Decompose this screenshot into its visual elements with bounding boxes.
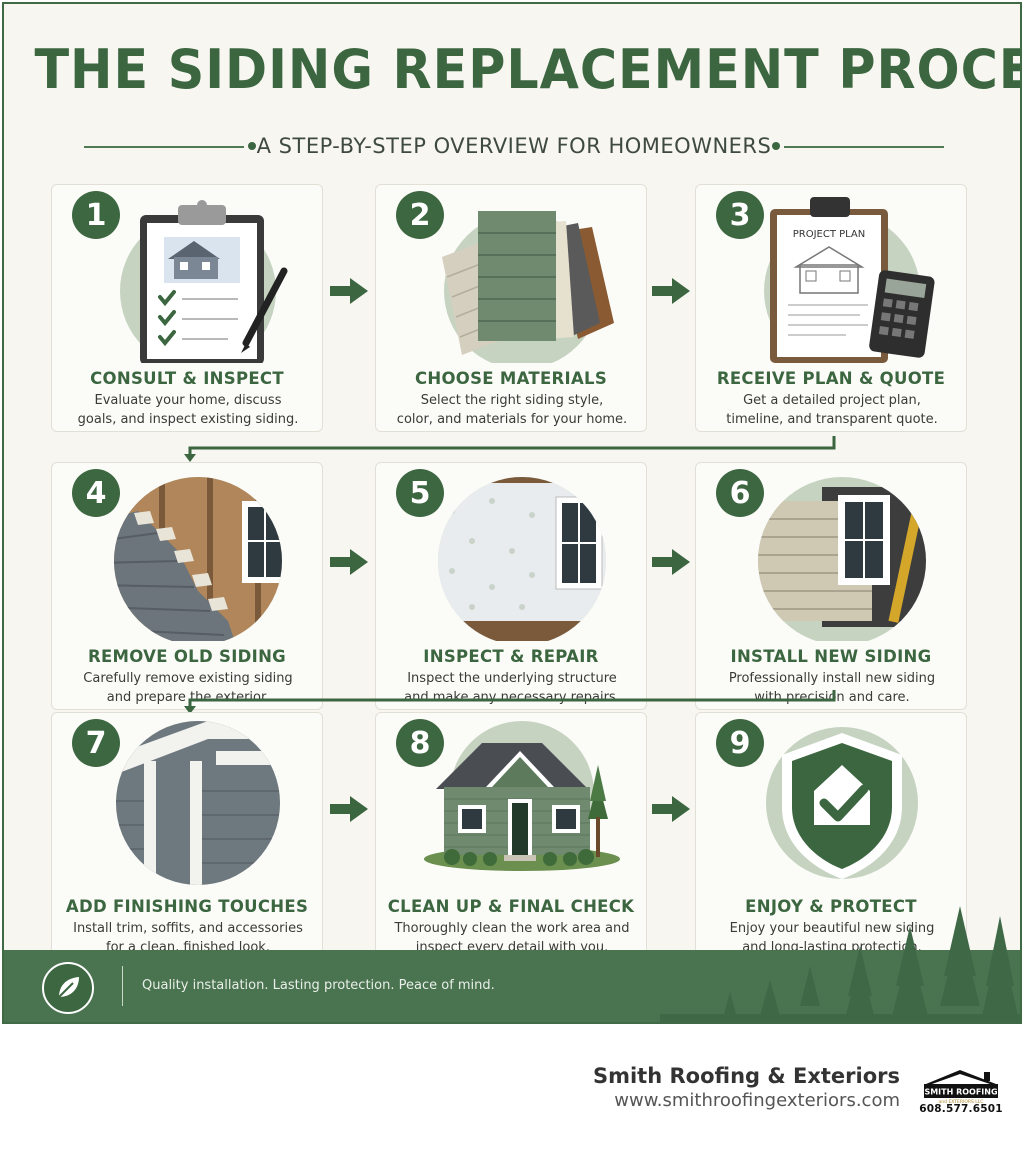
step-description-line: Inspect the underlying structure [407,671,617,686]
house-wrap-inspection-icon [438,477,606,641]
step-title: ENJOY & PROTECT [745,897,917,916]
step-description-line: Professionally install new siding [728,671,936,686]
step-number-badge: 6 [716,469,764,517]
arrow-right-icon [652,549,690,575]
step-number-badge: 3 [716,191,764,239]
step-card-5: 5 INSPECT & REPAIR Ins [375,462,647,710]
siding-samples-icon [442,211,614,363]
step-title: REMOVE OLD SIDING [87,647,287,666]
page-subtitle: A STEP-BY-STEP OVERVIEW FOR HOMEOWNERS [256,134,772,158]
step-number-badge: 4 [72,469,120,517]
arrow-right-icon [652,278,690,304]
step-description: Get a detailed project plan, timeline, a… [708,391,956,429]
arrow-right-icon [330,278,368,304]
pine-trees-icon [660,906,1020,1022]
company-logo: SMITH ROOFING and EXTERIORS LLC [924,1070,998,1105]
subtitle-divider-left [84,146,244,148]
step-title: INSTALL NEW SIDING [730,647,932,666]
logo-subtext: and EXTERIORS LLC [939,1099,984,1105]
subtitle-row: A STEP-BY-STEP OVERVIEW FOR HOMEOWNERS [84,132,944,162]
step-description-line: goals, and inspect existing siding. [77,412,299,427]
step-description-line: Evaluate your home, discuss [94,393,282,408]
infographic-poster: THE SIDING REPLACEMENT PROCESS A STEP-BY… [2,2,1022,1024]
step-description: Evaluate your home, discuss goals, and i… [64,391,312,429]
step-title: ADD FINISHING TOUCHES [65,897,309,916]
project-plan-calculator-icon: PROJECT PLAN [764,197,935,363]
step-description-line: Enjoy your beautiful new siding [729,921,935,936]
remove-old-siding-icon [114,477,282,641]
subtitle-dot-left [248,142,256,150]
step-description: Select the right siding style, color, an… [388,391,636,429]
trim-soffit-icon [116,721,280,885]
step-number-badge: 5 [396,469,444,517]
step-number-badge: 1 [72,191,120,239]
step-card-7: 7 ADD FINISHING TOUCHES Install trim, so [51,712,323,960]
step-title: CLEAN UP & FINAL CHECK [387,897,635,916]
company-phone: 608.577.6501 [919,1103,1003,1115]
step-card-2: 2 CHOOSE MATERIALS Selec [375,184,647,432]
step-description-line: Get a detailed project plan, [743,393,921,408]
row-connector-arrow [184,690,836,714]
install-new-siding-icon [758,477,926,641]
step-description-line: Carefully remove existing siding [83,671,293,686]
step-card-3: 3 PROJECT PLAN RECE [695,184,967,432]
company-name: Smith Roofing & Exteriors [592,1064,900,1088]
step-card-9: 9 ENJOY & PROTECT Enjoy your beautiful n… [695,712,967,960]
step-number-badge: 8 [396,719,444,767]
step-title: RECEIVE PLAN & QUOTE [716,369,946,388]
row-connector-arrow [184,436,836,462]
subtitle-divider-right [784,146,944,148]
step-description: Carefully remove existing siding and pre… [64,669,312,707]
leaf-glyph-icon [58,977,79,998]
step-title: INSPECT & REPAIR [423,647,599,666]
clipboard-checklist-icon [120,200,288,363]
step-card-1: 1 CONSULT & INSPECT [51,184,323,432]
logo-text: SMITH ROOFING [924,1088,997,1097]
footer-band: Quality installation. Lasting protection… [4,906,1020,1022]
page-title: THE SIDING REPLACEMENT PROCESS [34,38,1022,101]
step-card-6: 6 INSTALL NEW SIDING Professional [695,462,967,710]
footer-divider [122,966,123,1006]
shield-check-icon [766,727,918,879]
step-description-line: color, and materials for your home. [396,412,628,427]
step-title: CHOOSE MATERIALS [414,369,608,388]
arrow-right-icon [652,796,690,822]
step-description-line: Select the right siding style, [420,393,604,408]
company-website: www.smithroofingexteriors.com [614,1090,900,1111]
step-number-badge: 9 [716,719,764,767]
step-description-line: timeline, and transparent quote. [726,412,938,427]
finished-house-icon [424,721,620,871]
step-number-badge: 2 [396,191,444,239]
step-number-badge: 7 [72,719,120,767]
project-plan-label: PROJECT PLAN [793,229,866,240]
footer-tagline: Quality installation. Lasting protection… [142,978,495,993]
leaf-icon [42,962,94,1014]
step-description-line: Install trim, soffits, and accessories [73,921,303,936]
subtitle-dot-right [772,142,780,150]
step-title: CONSULT & INSPECT [90,369,284,388]
arrow-right-icon [330,549,368,575]
step-description-line: Thoroughly clean the work area and [394,921,630,936]
step-card-4: 4 [51,462,323,710]
arrow-right-icon [330,796,368,822]
step-card-8: 8 CLEAN UP & FI [375,712,647,960]
